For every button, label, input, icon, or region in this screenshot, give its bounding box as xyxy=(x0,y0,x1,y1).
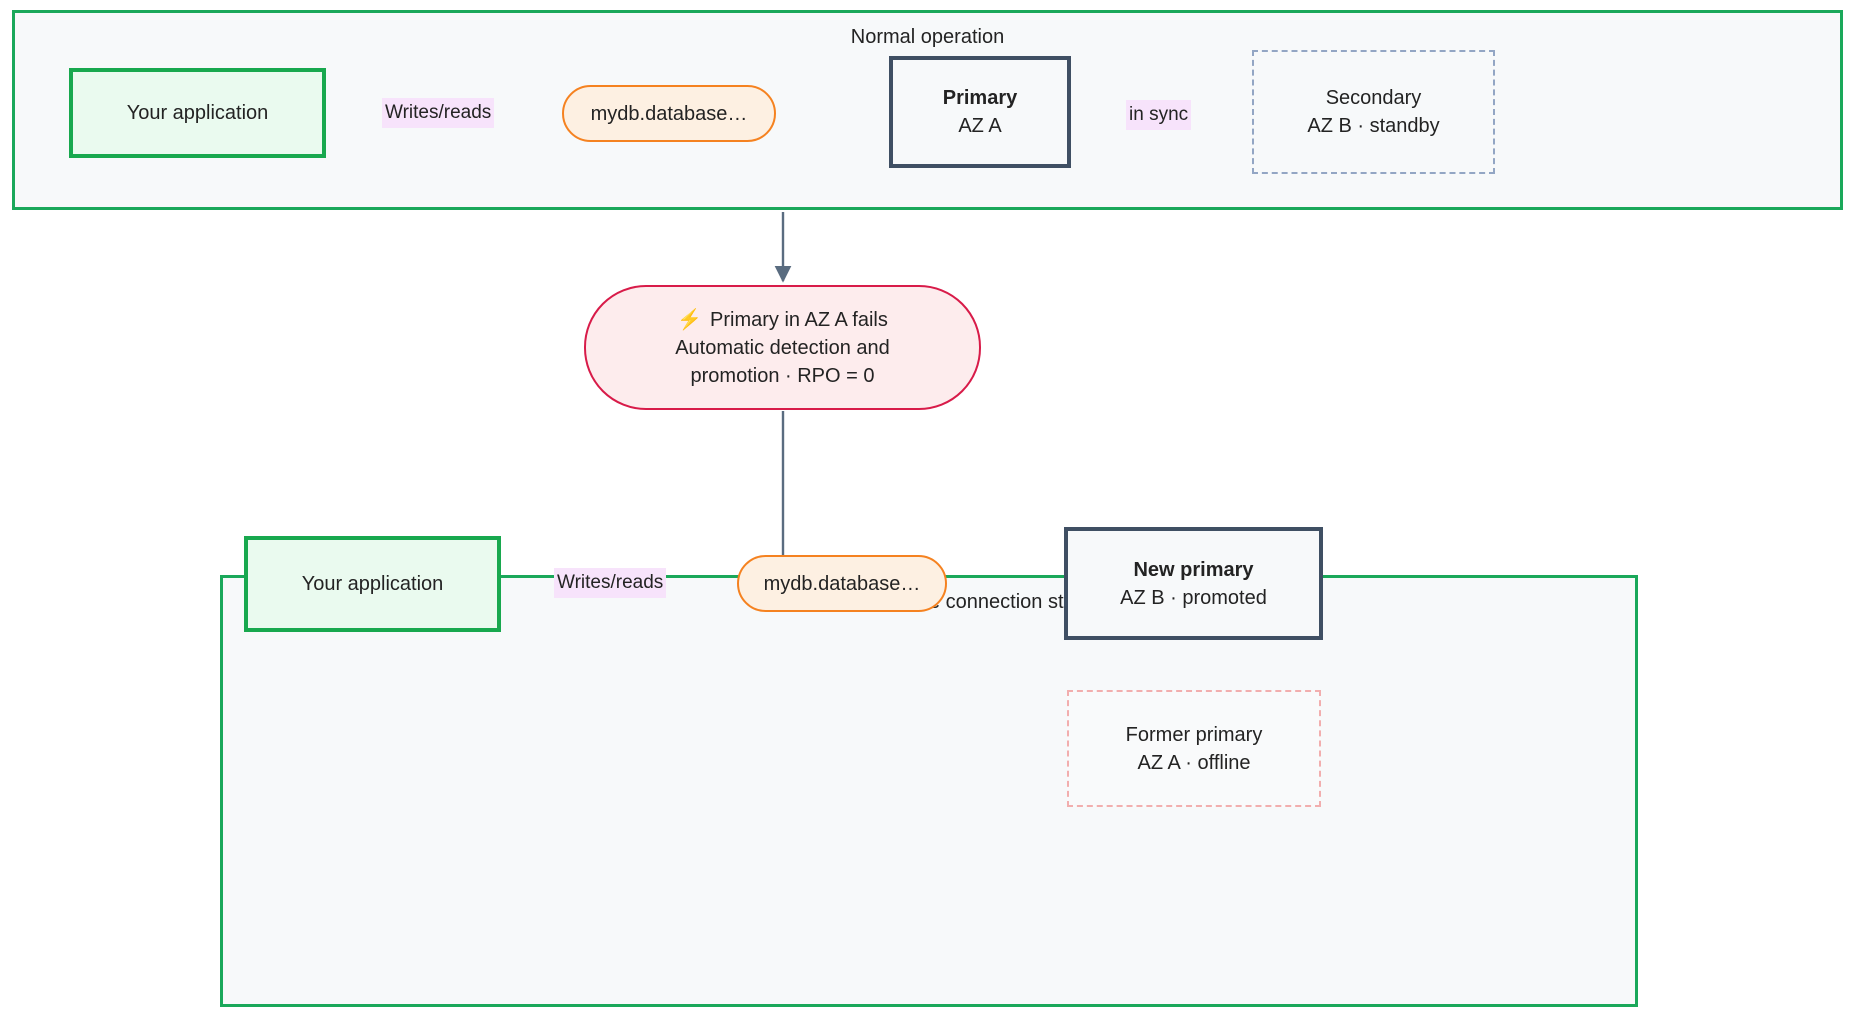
node-secondary-az-b-subtitle: AZ B · standby xyxy=(1307,115,1440,137)
panel-after-failover: After failover · same connection string xyxy=(220,575,1638,1007)
node-secondary-az-b[interactable]: Secondary AZ B · standby xyxy=(1252,50,1495,174)
failure-event-line-2: Automatic detection and xyxy=(675,336,890,359)
node-your-application-normal[interactable]: Your application xyxy=(69,68,326,158)
node-endpoint-failover-label: mydb.database… xyxy=(763,572,921,595)
edge-label-writes-reads-normal: Writes/reads xyxy=(382,98,495,128)
node-primary-az-a[interactable]: Primary AZ A xyxy=(889,56,1071,168)
node-failure-event[interactable]: ⚡ Primary in AZ A fails Automatic detecti… xyxy=(584,285,981,410)
node-endpoint-failover[interactable]: mydb.database… xyxy=(737,555,947,612)
node-endpoint-normal[interactable]: mydb.database… xyxy=(562,85,776,142)
node-your-application-failover-label: Your application xyxy=(301,573,444,595)
edge-label-in-sync: in sync xyxy=(1126,100,1192,130)
node-former-primary-az-a[interactable]: Former primary AZ A · offline xyxy=(1067,690,1321,807)
node-your-application-normal-label: Your application xyxy=(126,102,269,124)
node-your-application-failover[interactable]: Your application xyxy=(244,536,501,632)
panel-normal-operation-title: Normal operation xyxy=(850,26,1005,48)
node-new-primary-az-b-title: New primary xyxy=(1133,558,1254,581)
node-secondary-az-b-title: Secondary xyxy=(1325,87,1422,109)
node-new-primary-az-b-subtitle: AZ B · promoted xyxy=(1120,586,1267,609)
node-former-primary-az-a-title: Former primary xyxy=(1125,723,1263,746)
node-new-primary-az-b[interactable]: New primary AZ B · promoted xyxy=(1064,527,1323,640)
failure-event-line-1-text: Primary in AZ A fails xyxy=(710,308,888,331)
edge-label-writes-reads-failover: Writes/reads xyxy=(554,568,667,598)
node-primary-az-a-subtitle: AZ A xyxy=(958,115,1002,137)
node-endpoint-normal-label: mydb.database… xyxy=(590,102,748,125)
node-former-primary-az-a-subtitle: AZ A · offline xyxy=(1137,751,1251,774)
node-primary-az-a-title: Primary xyxy=(942,87,1018,109)
failure-event-line-1: ⚡ Primary in AZ A fails xyxy=(677,306,888,334)
lightning-bolt-icon: ⚡ xyxy=(677,308,703,331)
failure-event-line-3: promotion · RPO = 0 xyxy=(690,364,875,387)
